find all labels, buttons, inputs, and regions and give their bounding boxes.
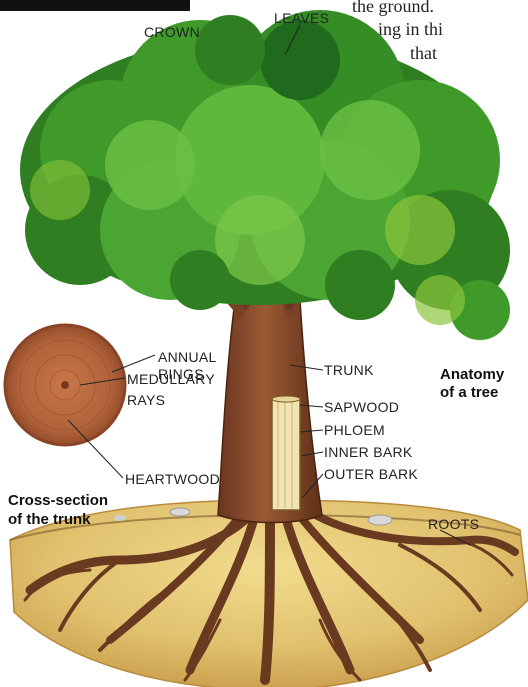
label-phloem: PHLOEM xyxy=(324,422,385,438)
caption-cross-section-2: of the trunk xyxy=(8,511,91,529)
label-heartwood: HEARTWOOD xyxy=(125,471,220,487)
label-medullary-2: RAYS xyxy=(127,392,165,408)
trunk-cross-section xyxy=(5,325,125,445)
label-outer-bark: OUTER BARK xyxy=(324,466,418,482)
label-inner-bark: INNER BARK xyxy=(324,444,413,460)
caption-anatomy-2: of a tree xyxy=(440,384,498,402)
caption-anatomy-1: Anatomy xyxy=(440,366,504,384)
bark-layers-strip xyxy=(272,396,300,510)
label-annual-rings-1: ANNUAL xyxy=(158,349,217,365)
label-medullary-1: MEDULLARY xyxy=(127,371,215,387)
crown-foliage xyxy=(20,10,510,340)
label-crown: CROWN xyxy=(144,24,200,40)
caption-cross-section-1: Cross-section xyxy=(8,492,108,510)
label-leaves: LEAVES xyxy=(274,10,329,26)
label-trunk: TRUNK xyxy=(324,362,374,378)
label-roots: ROOTS xyxy=(428,516,479,532)
label-sapwood: SAPWOOD xyxy=(324,399,399,415)
